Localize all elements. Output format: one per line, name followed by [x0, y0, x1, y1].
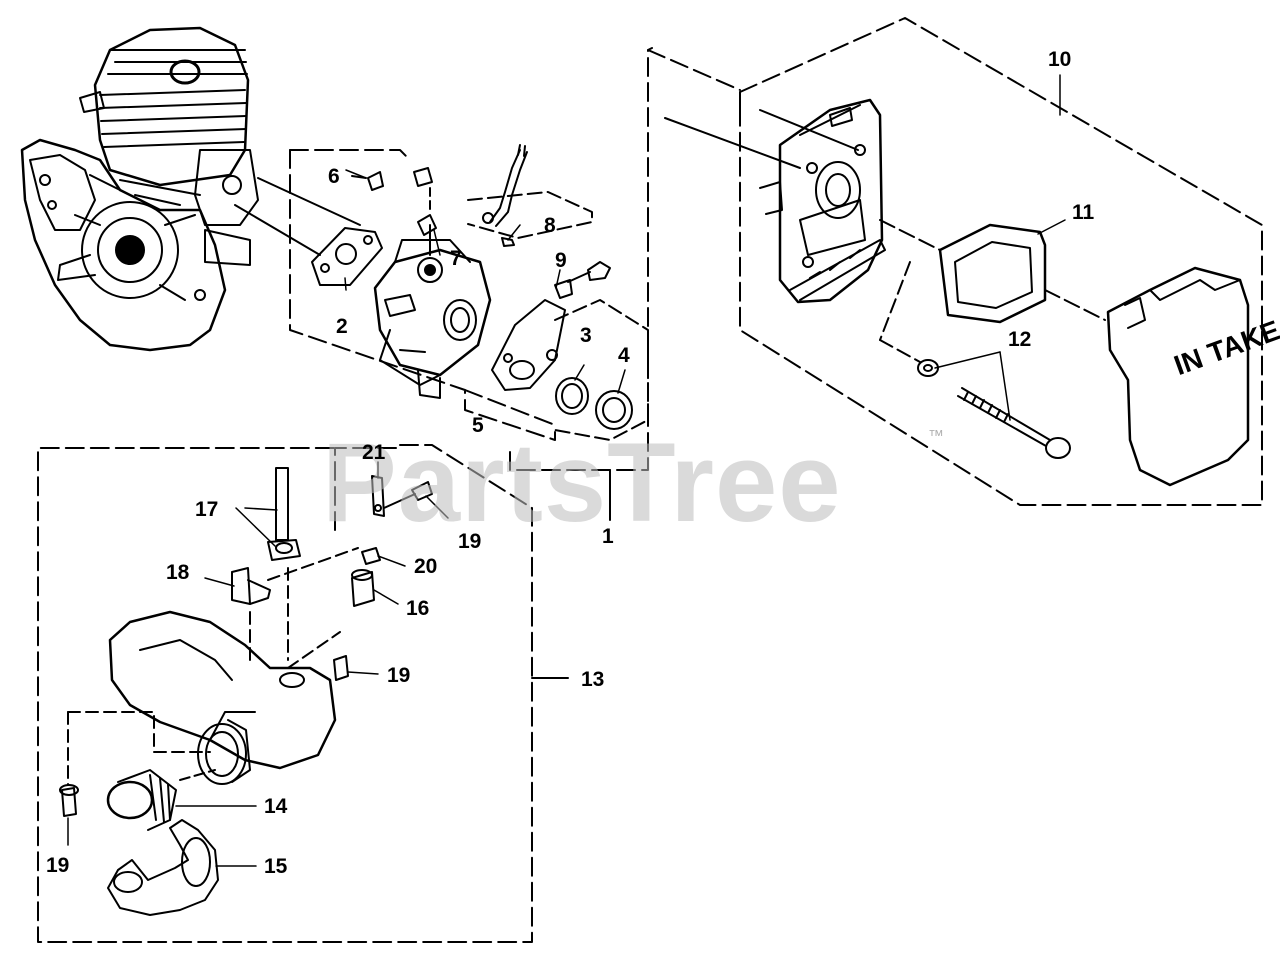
o-ring-part-3	[555, 377, 589, 415]
callout-1: 1	[602, 525, 614, 548]
strap-part-15	[107, 819, 219, 916]
bracket-part-18	[231, 567, 271, 605]
screw-part-19-bottom	[59, 784, 79, 817]
carburetor-group-bracket	[289, 47, 653, 471]
callout-14: 14	[264, 795, 288, 818]
filter-part-16	[351, 569, 375, 607]
fuel-line-part-17	[267, 467, 301, 561]
callout-19-bottom: 19	[46, 854, 70, 877]
air-filter-group-bracket	[739, 17, 1263, 506]
callout-10: 10	[1048, 48, 1072, 71]
callout-6: 6	[328, 165, 340, 188]
callout-13: 13	[581, 668, 605, 691]
callout-19-mid: 19	[387, 664, 411, 687]
callout-11: 11	[1072, 201, 1095, 224]
callout-8: 8	[544, 214, 556, 237]
engine-block-drawing	[20, 26, 361, 352]
callout-7: 7	[450, 247, 462, 270]
callout-21: 21	[362, 441, 386, 464]
fuel-tank-group-bracket	[37, 444, 533, 943]
callout-4: 4	[618, 344, 630, 367]
watermark-brand: PartsTree	[322, 420, 842, 545]
nut-small-top	[413, 167, 433, 187]
insulator-part-9	[491, 261, 611, 391]
o-ring-bracket	[554, 299, 649, 441]
callout-18: 18	[166, 561, 190, 584]
fuel-cap-part-14	[106, 769, 177, 831]
carburetor-body	[373, 239, 492, 399]
filter-element-part-11	[938, 223, 1047, 324]
air-filter-base	[759, 98, 886, 304]
filter-part-20	[361, 547, 381, 565]
bracket-part-8	[467, 191, 593, 239]
callout-19-top: 19	[458, 530, 482, 553]
air-filter-cover	[1106, 266, 1250, 487]
leader-lines	[67, 74, 1066, 867]
o-ring-part-4	[595, 390, 633, 430]
callout-17: 17	[195, 498, 219, 521]
screw-part-19-mid	[333, 655, 349, 681]
screw-part-19-top	[411, 481, 433, 501]
callout-20: 20	[414, 555, 438, 578]
callout-9: 9	[555, 249, 567, 272]
nut-part-7	[417, 214, 437, 236]
callout-5: 5	[472, 414, 484, 437]
callout-16: 16	[406, 597, 430, 620]
callout-12: 12	[1008, 328, 1032, 351]
callout-15: 15	[264, 855, 288, 878]
fuel-tank-body	[108, 610, 337, 785]
gasket-part-2	[311, 227, 383, 286]
watermark-trademark: ™	[928, 428, 944, 445]
callout-2: 2	[336, 315, 348, 338]
callout-3: 3	[580, 324, 592, 347]
